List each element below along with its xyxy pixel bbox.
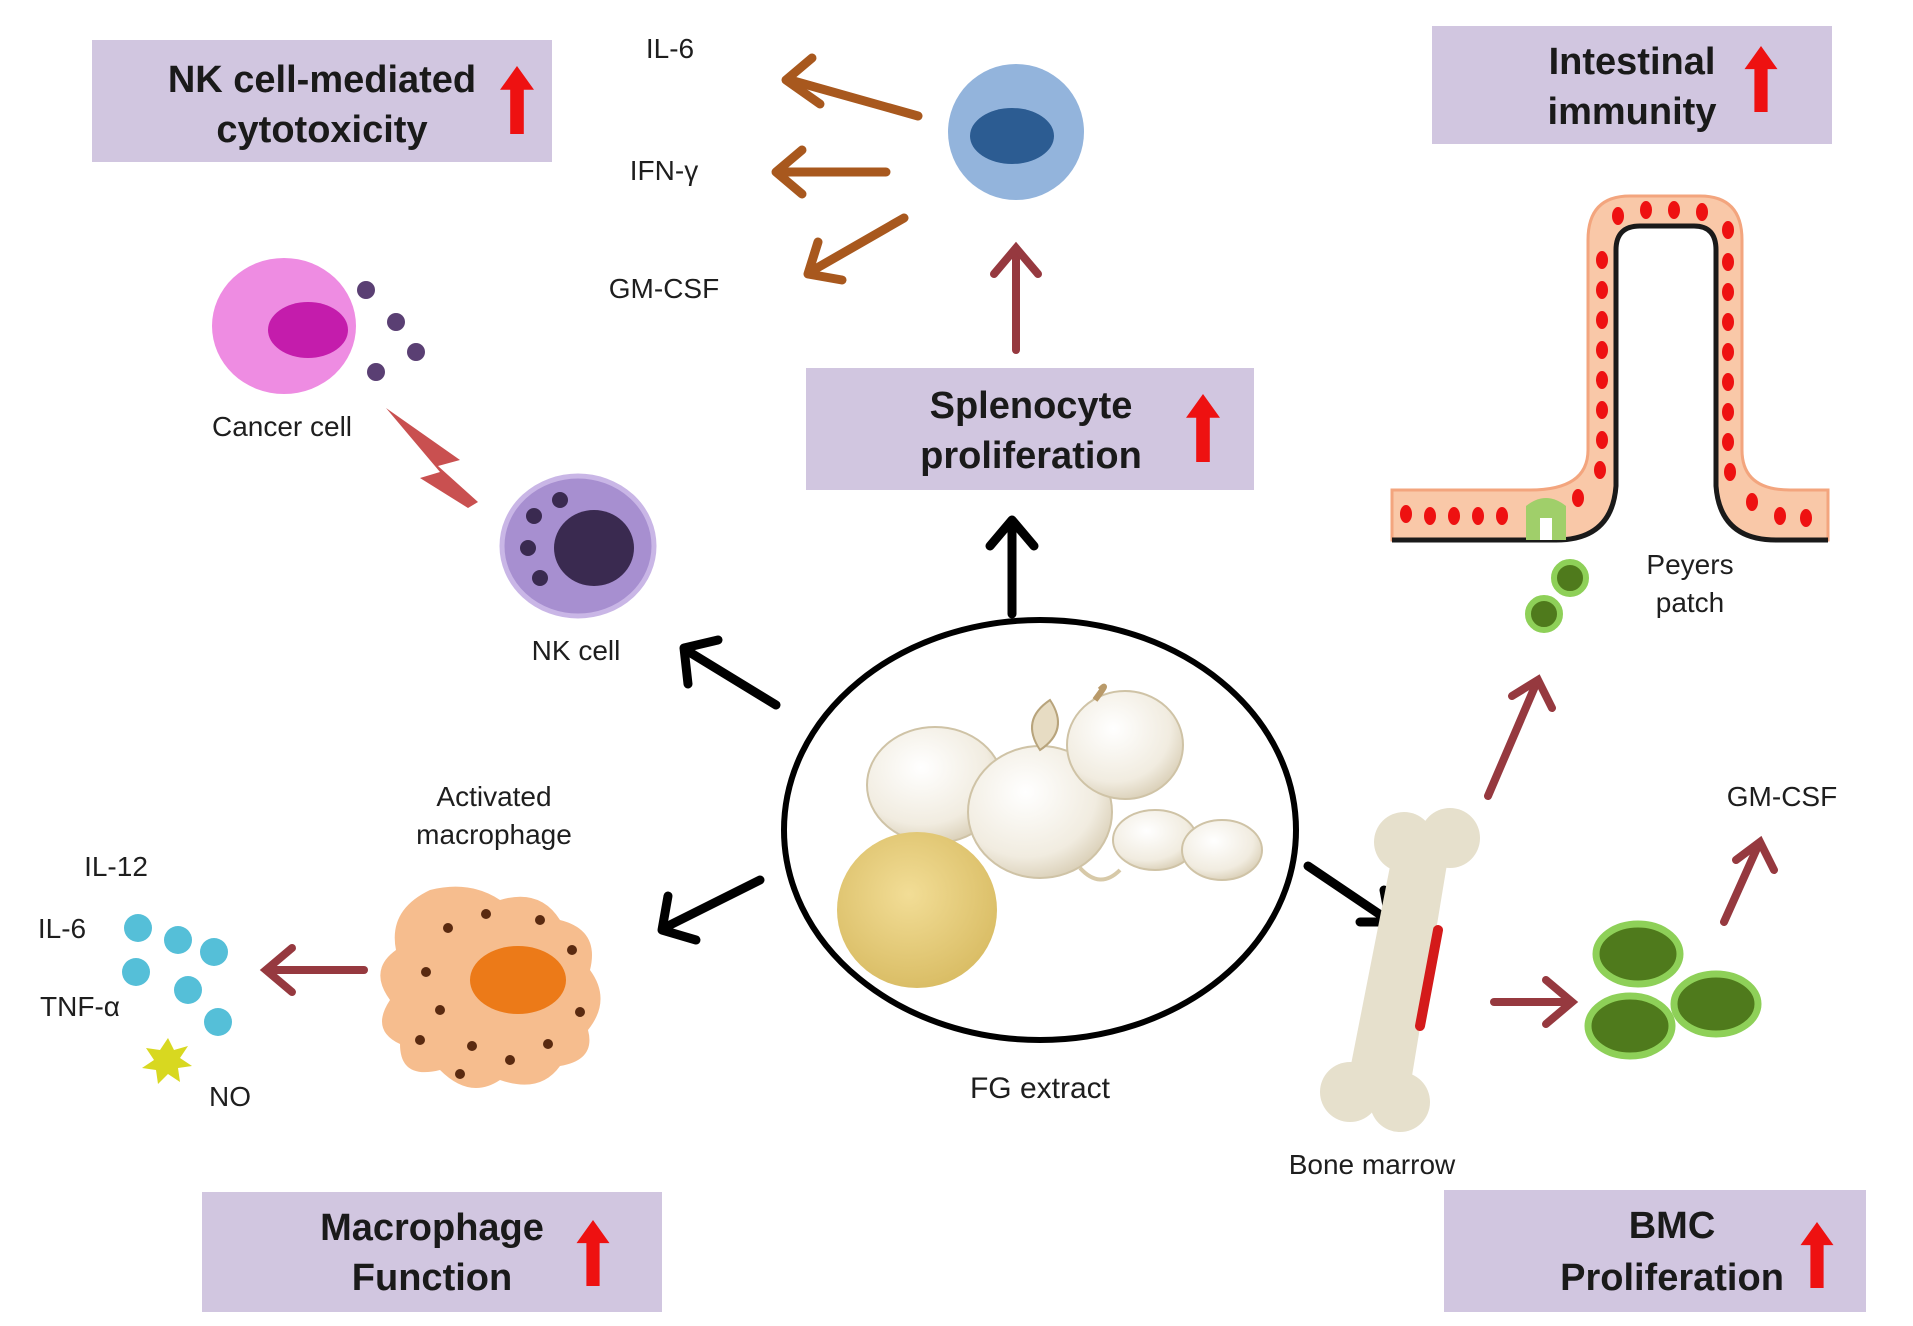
box-nk-cytotoxicity: NK cell-mediated cytotoxicity	[92, 40, 552, 162]
activated-macrophage-cell	[380, 886, 601, 1088]
intestinal-villus	[1390, 194, 1830, 543]
nk-cell	[499, 473, 657, 619]
splenocyte-output-ifn: IFN-γ	[630, 155, 698, 186]
bmc-output-gmcsf: GM-CSF	[1727, 781, 1837, 812]
no-starburst-icon	[142, 1038, 192, 1084]
bone-marrow-streak	[1415, 925, 1443, 1031]
nk-cell-label: NK cell	[532, 635, 621, 666]
box-splenocyte-line2: proliferation	[920, 435, 1142, 477]
box-macrophage-line2: Function	[352, 1257, 512, 1299]
bone-marrow-label: Bone marrow	[1289, 1149, 1456, 1180]
activated-macrophage-line1: Activated	[436, 781, 551, 812]
peyers-patch-cells	[1525, 559, 1589, 633]
cancer-cell-label: Cancer cell	[212, 411, 352, 442]
box-intestinal-immunity: Intestinal immunity	[1432, 26, 1832, 144]
peyers-patch-line2: patch	[1656, 587, 1725, 618]
peyers-patch-line1: Peyers	[1646, 549, 1733, 580]
box-nk-line2: cytotoxicity	[216, 109, 427, 151]
m-cell-pocket	[1540, 518, 1552, 540]
cancer-cell	[212, 258, 425, 394]
bone-illustration	[1320, 808, 1480, 1132]
splenocyte-cell	[948, 64, 1084, 200]
box-intestinal-line2: immunity	[1548, 91, 1717, 133]
lightning-bolt-icon	[386, 408, 478, 508]
bone-to-bmc-arrow	[1490, 976, 1579, 1028]
macrophage-output-tnf: TNF-α	[40, 991, 120, 1022]
box-bmc-line1: BMC	[1629, 1205, 1716, 1247]
box-nk-line1: NK cell-mediated	[168, 59, 476, 101]
splenocyte-input-arrow	[990, 241, 1042, 354]
garlic-illustration	[866, 683, 1263, 882]
box-macrophage-function: Macrophage Function	[202, 1192, 662, 1312]
activated-macrophage-line2: macrophage	[416, 819, 572, 850]
garlic-powder-dish	[837, 832, 997, 988]
splenocyte-output-il6: IL-6	[646, 33, 694, 64]
arrow-to-bone-marrow	[1303, 861, 1395, 927]
box-splenocyte-line1: Splenocyte	[930, 385, 1133, 427]
macrophage-output-il12: IL-12	[84, 851, 148, 882]
bmc-output-arrow	[1720, 835, 1778, 926]
bone-to-intestine-arrow	[1484, 674, 1556, 800]
box-intestinal-line1: Intestinal	[1549, 41, 1716, 83]
arrow-to-nk-cell	[679, 635, 781, 710]
box-bmc-proliferation: BMC Proliferation	[1444, 1190, 1866, 1312]
arrow-to-macrophage	[657, 875, 765, 945]
macrophage-output-arrow	[259, 944, 368, 996]
macrophage-output-no: NO	[209, 1081, 251, 1112]
splenocyte-output-gmcsf: GM-CSF	[609, 273, 719, 304]
macrophage-output-il6: IL-6	[38, 913, 86, 944]
splenocyte-output-arrows	[771, 53, 923, 285]
bmc-cells	[1584, 920, 1762, 1060]
box-splenocyte-proliferation: Splenocyte proliferation	[806, 368, 1254, 490]
fg-extract-label: FG extract	[970, 1072, 1111, 1105]
arrow-to-splenocyte	[985, 515, 1039, 619]
box-macrophage-line1: Macrophage	[320, 1207, 544, 1249]
fg-extract-group: FG extract	[781, 617, 1299, 1105]
epithelial-nuclei	[1400, 201, 1812, 527]
box-bmc-line2: Proliferation	[1560, 1257, 1784, 1299]
cytokine-dots	[122, 914, 232, 1036]
main-arrows	[657, 515, 1395, 945]
